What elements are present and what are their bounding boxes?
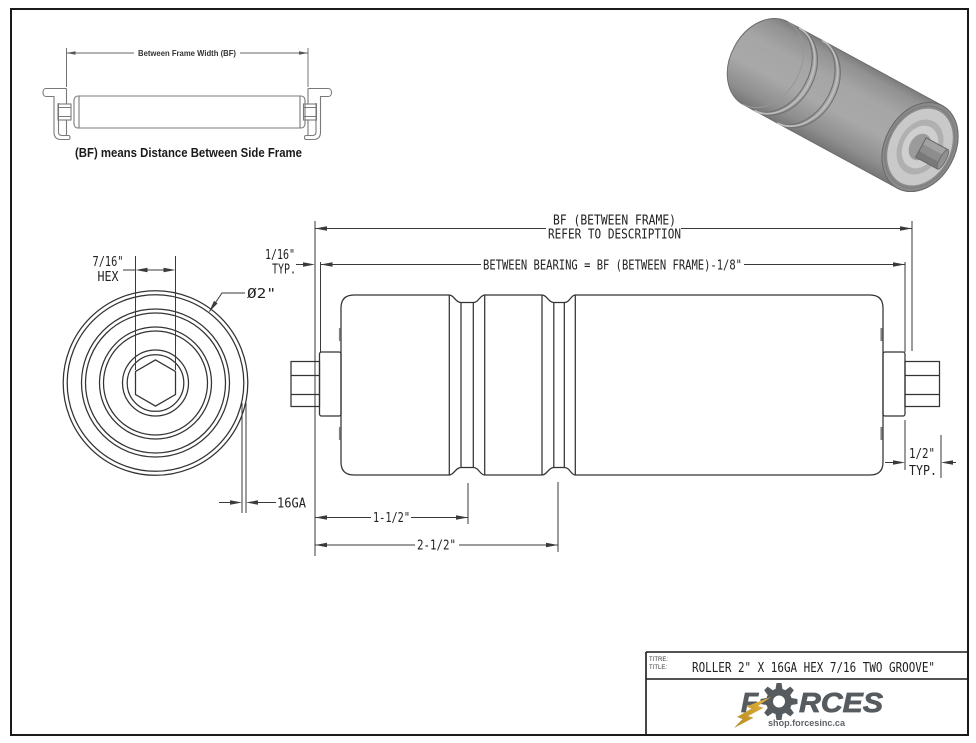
forces-logo: F RCES	[734, 683, 884, 729]
diameter-label: Ø2"	[247, 287, 276, 302]
inset-dim-label: Between Frame Width (BF)	[138, 48, 236, 58]
hex-bore	[134, 359, 177, 407]
typ-1-2-value: 1/2"	[909, 447, 935, 462]
between-bearing-dim: BETWEEN BEARING = BF (BETWEEN FRAME)-1/8…	[483, 259, 742, 274]
hex-dim-label: HEX	[98, 270, 119, 285]
typ-1-16-value: 1/16"	[265, 248, 295, 263]
roller-3d-hex-shaft	[914, 137, 950, 170]
groove1-dim: 1-1/2"	[373, 511, 410, 526]
bf-dim-line2: REFER TO DESCRIPTION	[548, 228, 681, 243]
left-hex-shaft	[290, 360, 321, 408]
typ-1-16-label: TYP.	[272, 263, 296, 278]
roller-body	[340, 294, 884, 476]
hex-dim-value: 7/16"	[93, 255, 124, 270]
gear-icon	[760, 683, 798, 720]
titre-label: TITRE:	[649, 657, 668, 663]
logo-letters-rest: RCES	[799, 687, 883, 718]
title-block: TITRE: TITLE: ROLLER 2" X 16GA HEX 7/16 …	[645, 651, 967, 734]
drawing-title: ROLLER 2" X 16GA HEX 7/16 TWO GROOVE"	[692, 661, 935, 676]
groove-lines	[448, 295, 576, 475]
page-border	[10, 8, 969, 736]
inset-diagram: Between Frame Width (BF) (BF) means Dist…	[42, 48, 333, 160]
title-label: TITLE:	[649, 665, 667, 671]
inset-caption: (BF) means Distance Between Side Frame	[75, 145, 302, 160]
right-hex-shaft	[904, 360, 941, 408]
roller-3d-grooves	[751, 26, 841, 129]
side-view: BF (BETWEEN FRAME) REFER TO DESCRIPTION …	[265, 214, 956, 556]
typ-1-2-label: TYP.	[909, 464, 937, 479]
groove2-dim: 2-1/2"	[417, 539, 456, 554]
bf-dim-line1: BF (BETWEEN FRAME)	[553, 214, 676, 229]
lightning-bolt-icon	[734, 697, 771, 728]
inset-left-frame	[42, 87, 71, 141]
left-bearing-hub	[318, 351, 342, 417]
gauge-label: 16GA	[277, 497, 306, 512]
logo-url: shop.forcesinc.ca	[768, 718, 846, 729]
right-bearing-hub	[882, 351, 906, 417]
inset-right-frame	[303, 87, 333, 141]
end-view: 7/16" HEX Ø2" 16GA	[62, 255, 306, 513]
roller-3d-render	[726, 17, 959, 193]
